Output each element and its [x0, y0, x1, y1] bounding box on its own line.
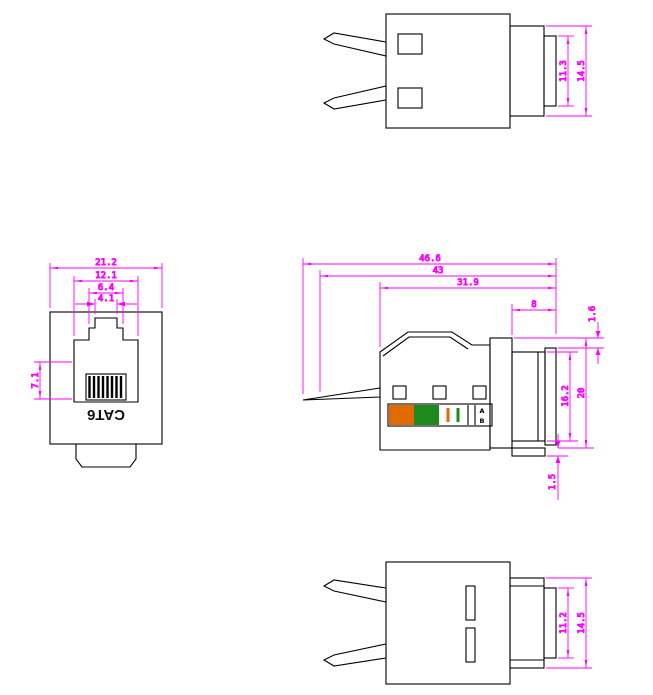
dim-label-bottom-inner: 11.2	[559, 612, 569, 634]
dim-label-front-height: 7.1	[31, 372, 41, 388]
dim-label-top-outer: 14.5	[577, 60, 587, 82]
front-dim-contact-width: 6.4	[88, 283, 124, 324]
side-idc-slot-2	[432, 385, 447, 400]
side-flange	[489, 337, 513, 449]
dim-label-side-lip: 1.6	[588, 306, 598, 322]
dim-label-front-contact: 6.4	[98, 283, 114, 293]
side-dim-body-length: 43	[319, 266, 556, 392]
dim-label-side-step: 1.5	[548, 474, 558, 490]
front-jack-opening	[73, 317, 139, 403]
side-bottom-step	[511, 447, 546, 457]
side-body-inner-line	[382, 336, 469, 357]
side-dim-flange-height: 20	[558, 338, 594, 449]
front-dim-opening-width: 12.1	[73, 271, 139, 336]
front-contact-pins	[88, 376, 123, 398]
dim-label-front-latch: 4.1	[98, 294, 114, 304]
front-view-geometry: CAT6	[49, 311, 163, 468]
side-idc-slot-3	[472, 385, 487, 400]
top-dim-inner-height: 11.3	[558, 35, 574, 107]
bottom-body	[385, 561, 511, 685]
top-hole-lower	[397, 87, 423, 109]
top-body	[385, 13, 511, 129]
dim-label-side-total: 46.6	[419, 254, 441, 264]
front-foot	[75, 443, 137, 468]
top-nose	[509, 25, 545, 117]
side-dim-housing-length: 31.9	[379, 278, 556, 347]
front-contact-block	[85, 373, 127, 401]
bottom-slot-lower	[465, 627, 476, 663]
dim-label-side-housing: 31.9	[457, 278, 479, 288]
side-dim-step-height: 1.5	[547, 434, 568, 500]
dim-label-top-inner: 11.3	[559, 60, 569, 82]
front-body	[49, 311, 163, 445]
top-latch-arm-upper	[322, 32, 387, 57]
side-plug-cap	[544, 347, 557, 446]
dim-label-front-overall: 21.2	[95, 258, 117, 268]
side-body	[379, 331, 491, 451]
side-idc-slot-1	[392, 385, 407, 400]
bottom-view-geometry	[322, 561, 557, 685]
top-latch-arm-lower	[322, 85, 387, 110]
dim-label-side-plug-height: 16.2	[561, 385, 571, 407]
front-dim-latch-width: 4.1	[75, 294, 137, 314]
front-dim-opening-height: 7.1	[31, 361, 72, 400]
dim-label-side-plug-length: 8	[531, 300, 536, 310]
bottom-nose-cap	[543, 587, 557, 659]
bottom-dim-outer-height: 14.5	[546, 577, 592, 669]
side-plug	[511, 351, 546, 442]
dim-label-bottom-outer: 14.5	[577, 612, 587, 634]
side-dim-plug-length: 8	[511, 300, 556, 335]
dim-label-side-body: 43	[433, 266, 444, 276]
bottom-nose	[509, 577, 545, 669]
view-top: 11.3 14.5	[322, 13, 592, 129]
wiring-label-a: A	[479, 407, 484, 415]
strip-outline	[387, 403, 493, 427]
dim-label-front-opening: 12.1	[95, 271, 117, 281]
top-view-geometry	[322, 13, 557, 129]
wiring-label-b: B	[480, 417, 485, 425]
front-dim-overall-width: 21.2	[49, 258, 163, 308]
dim-label-side-flange-height: 20	[577, 388, 587, 399]
side-dim-plug-height: 16.2	[547, 351, 578, 442]
top-nose-cap	[543, 35, 557, 107]
product-label: CAT6	[87, 406, 125, 423]
view-bottom: 11.2 14.5	[322, 561, 592, 685]
top-hole-upper	[397, 33, 423, 55]
bottom-latch-arm-upper	[322, 579, 387, 603]
bottom-dim-inner-height: 11.2	[558, 587, 574, 659]
side-dim-lip-height: 1.6	[514, 305, 604, 364]
view-front: CAT6 21.2 12.1 6.4 4.1	[31, 258, 163, 468]
side-wiring-color-strip: A B	[387, 403, 493, 427]
view-side: A B 46.6 43 31.9 8	[302, 254, 604, 500]
side-view-geometry: A B	[302, 331, 557, 457]
side-dim-total-length: 46.6	[302, 254, 556, 394]
bottom-slot-upper	[465, 585, 476, 621]
side-latch-spike	[302, 387, 381, 401]
bottom-latch-arm-lower	[322, 643, 387, 667]
wire-block-green	[414, 405, 439, 425]
wire-block-orange	[389, 405, 414, 425]
top-dim-outer-height: 14.5	[546, 25, 592, 117]
